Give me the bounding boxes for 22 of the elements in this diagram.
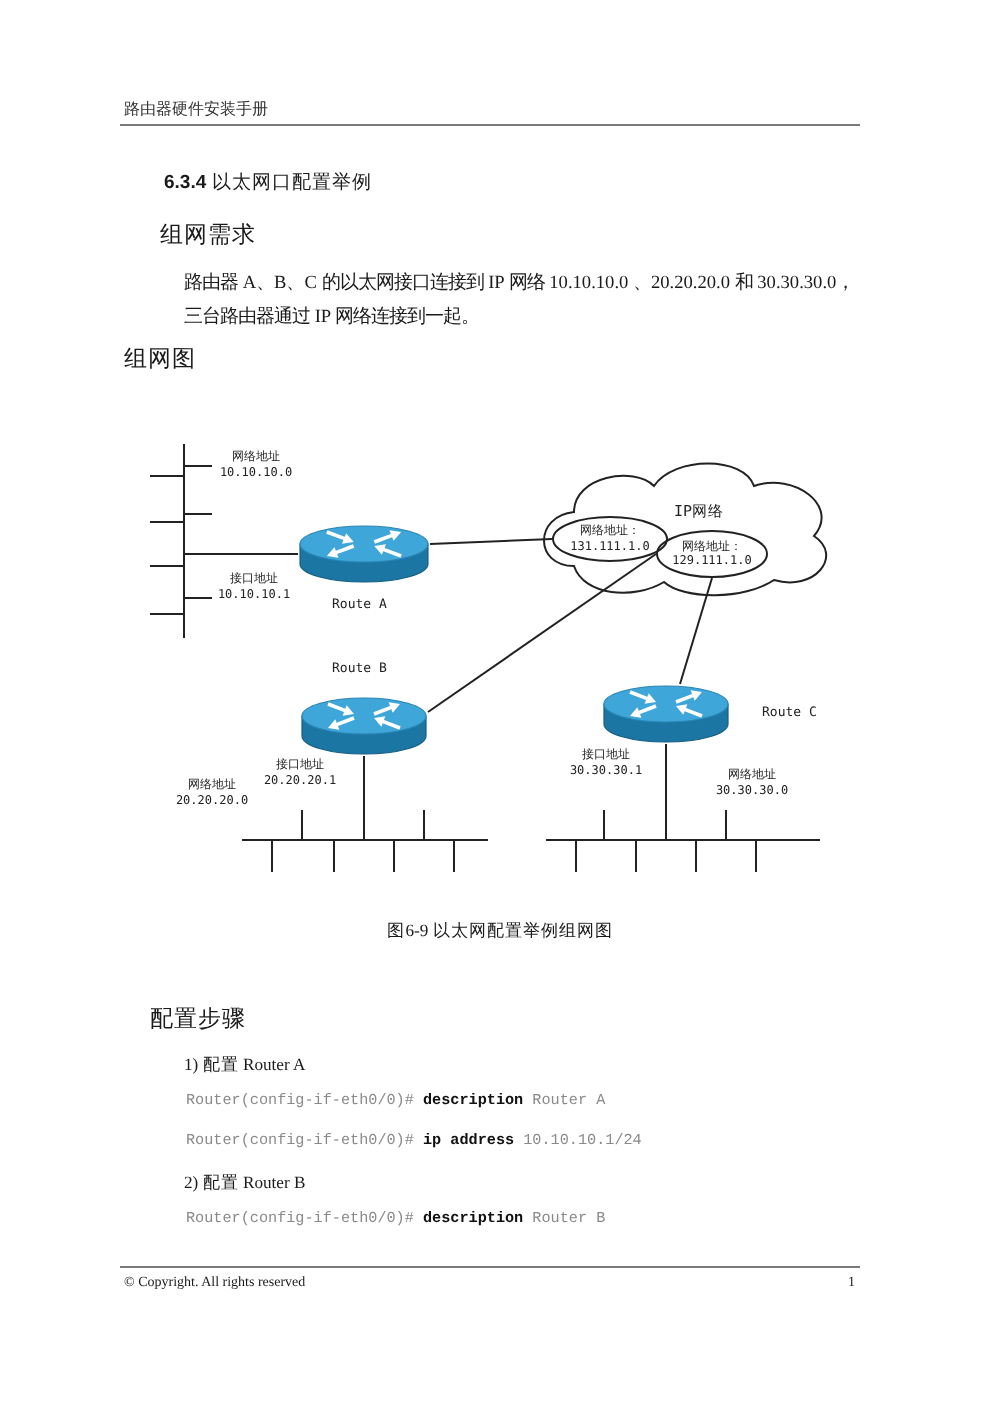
link-line [679,577,713,685]
link-line [429,538,553,545]
body-paragraph: 路由器 A、B、C 的以太网接口连接到 IP 网络 10.10.10.0 、20.20.20.0 和 30.30.30.0，三台路由器通过 IP 网络连接到一起。 [184,270,857,332]
link-line [363,755,365,811]
subheading: 组网需求 [160,222,256,251]
network-ellipse [656,530,768,578]
subheading: 组网图 [124,346,196,375]
ethernet-bus [150,444,212,638]
figure-caption: 图6-9 以太网配置举例组网图 [387,920,613,942]
subheading: 配置步骤 [150,1006,246,1035]
router-icon [298,524,430,584]
step-label: 2) 配置 Router B [184,1172,306,1194]
router-icon [300,696,428,756]
ethernet-bus [242,810,488,872]
section-heading: 6.3.4 以太网口配置举例 [164,172,372,196]
network-ellipse [552,516,668,562]
router-icon [602,684,730,744]
step-label: 1) 配置 Router A [184,1054,306,1076]
ethernet-bus [546,810,820,872]
page-header: 路由器硬件安装手册 [124,100,268,120]
link-line [211,553,299,555]
link-line [665,743,667,811]
